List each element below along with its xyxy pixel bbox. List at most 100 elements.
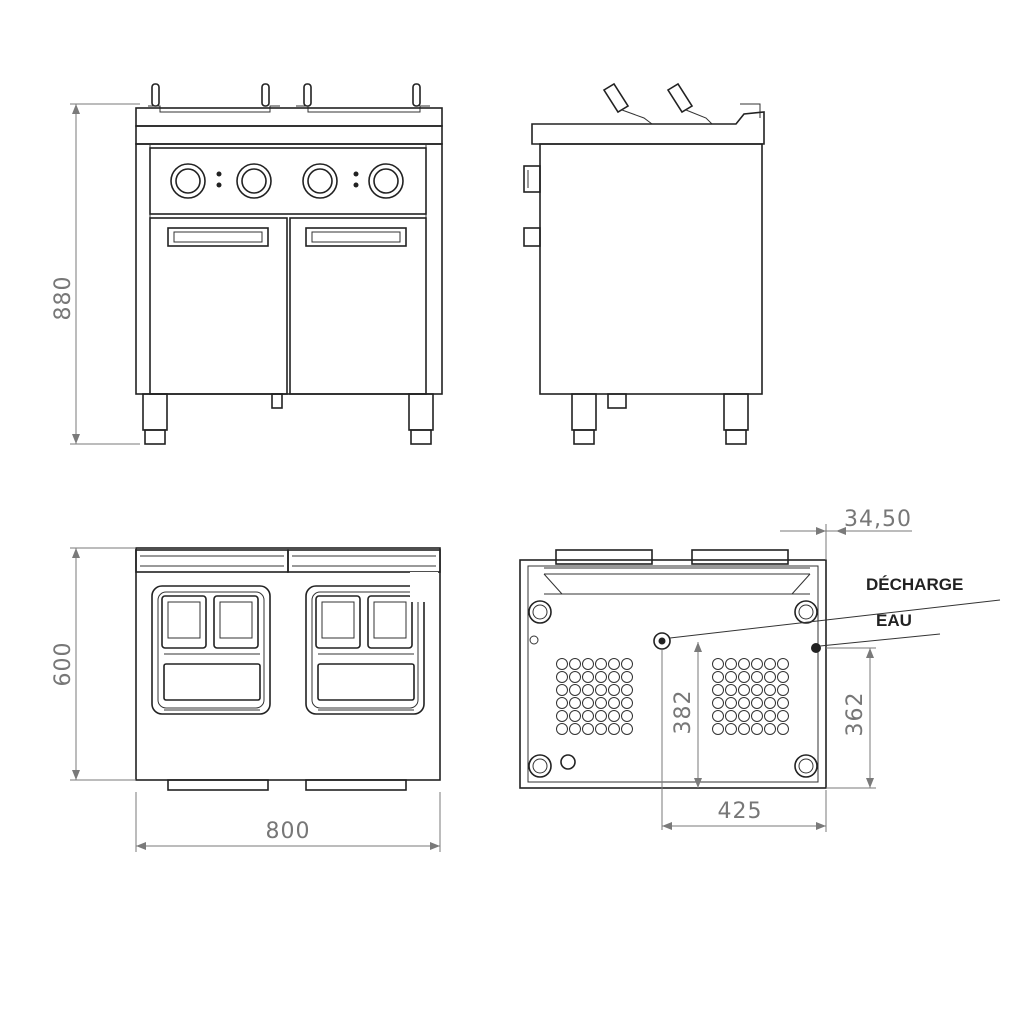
vent-hole bbox=[764, 697, 776, 709]
vent-hole bbox=[751, 684, 763, 696]
width-dimension bbox=[135, 792, 441, 852]
side-worktop bbox=[531, 111, 765, 145]
water-leader bbox=[819, 633, 941, 647]
front-door-right bbox=[289, 217, 427, 395]
front-body bbox=[135, 143, 443, 395]
water-label: EAU bbox=[876, 611, 912, 630]
front-worktop bbox=[135, 107, 443, 127]
front-legs bbox=[142, 393, 434, 445]
vent-hole bbox=[777, 723, 789, 735]
vent-hole bbox=[738, 671, 750, 683]
vent-hole bbox=[608, 710, 620, 722]
vent-hole bbox=[777, 658, 789, 670]
discharge-outlet bbox=[653, 632, 671, 650]
drain-vertical-label: 382 bbox=[671, 690, 696, 735]
front-view: 880 bbox=[51, 83, 443, 445]
vent-hole bbox=[595, 684, 607, 696]
basket-handles-side bbox=[602, 82, 761, 125]
side-door-handle bbox=[523, 227, 541, 247]
vent-hole bbox=[556, 684, 568, 696]
vent-hole bbox=[764, 671, 776, 683]
water-vertical-label: 362 bbox=[843, 692, 868, 737]
side-body bbox=[539, 143, 763, 395]
vent-hole bbox=[582, 671, 594, 683]
front-door-left bbox=[149, 217, 288, 395]
vent-hole bbox=[725, 658, 737, 670]
top-outline bbox=[135, 547, 441, 781]
discharge-leader bbox=[669, 599, 1001, 639]
vent-hole bbox=[764, 723, 776, 735]
vent-hole bbox=[621, 684, 633, 696]
vent-hole bbox=[738, 684, 750, 696]
vent-hole bbox=[608, 697, 620, 709]
vent-holes-right bbox=[712, 658, 789, 735]
vent-hole bbox=[751, 710, 763, 722]
control-knobs bbox=[170, 163, 404, 199]
vent-hole bbox=[777, 710, 789, 722]
vent-hole bbox=[582, 684, 594, 696]
vent-hole bbox=[764, 710, 776, 722]
vent-hole bbox=[595, 658, 607, 670]
water-vertical-dimension bbox=[826, 647, 876, 789]
cooking-well-right bbox=[305, 585, 425, 715]
vent-hole bbox=[725, 697, 737, 709]
vent-hole bbox=[738, 710, 750, 722]
offset-dimension-label: 34,50 bbox=[844, 507, 912, 532]
vent-hole bbox=[608, 671, 620, 683]
vent-hole bbox=[569, 723, 581, 735]
width-dimension-label: 800 bbox=[266, 819, 311, 844]
vent-hole bbox=[764, 658, 776, 670]
vent-hole bbox=[621, 697, 633, 709]
vent-hole bbox=[712, 658, 724, 670]
vent-hole bbox=[608, 723, 620, 735]
vent-hole bbox=[556, 658, 568, 670]
vent-hole bbox=[738, 697, 750, 709]
vent-hole bbox=[738, 658, 750, 670]
vent-hole bbox=[764, 684, 776, 696]
vent-hole bbox=[725, 671, 737, 683]
vent-hole bbox=[751, 658, 763, 670]
vent-hole bbox=[712, 684, 724, 696]
vent-hole bbox=[712, 710, 724, 722]
drain-horizontal-dimension bbox=[662, 790, 827, 832]
vent-hole bbox=[595, 671, 607, 683]
vent-hole bbox=[608, 684, 620, 696]
drain-horizontal-label: 425 bbox=[718, 799, 763, 824]
side-legs bbox=[571, 393, 749, 445]
vent-hole bbox=[777, 697, 789, 709]
vent-hole bbox=[569, 684, 581, 696]
bottom-feet bbox=[528, 600, 818, 778]
vent-hole bbox=[556, 710, 568, 722]
vent-hole bbox=[569, 671, 581, 683]
vent-hole bbox=[556, 723, 568, 735]
bottom-view: DÉCHARGE EAU 34,50 382 362 bbox=[519, 507, 1001, 832]
height-dimension bbox=[70, 103, 140, 445]
vent-hole bbox=[556, 697, 568, 709]
vent-holes-left bbox=[556, 658, 633, 735]
vent-hole bbox=[751, 723, 763, 735]
vent-hole bbox=[777, 684, 789, 696]
depth-dimension-label: 600 bbox=[51, 642, 76, 687]
vent-hole bbox=[738, 723, 750, 735]
top-view: 600 800 bbox=[51, 547, 441, 852]
water-inlet bbox=[811, 643, 821, 653]
vent-hole bbox=[582, 658, 594, 670]
side-knob bbox=[523, 165, 541, 193]
vent-hole bbox=[569, 697, 581, 709]
vent-hole bbox=[556, 671, 568, 683]
vent-hole bbox=[712, 671, 724, 683]
vent-hole bbox=[582, 710, 594, 722]
door-handle-left bbox=[167, 227, 269, 247]
vent-hole bbox=[751, 671, 763, 683]
vent-hole bbox=[569, 710, 581, 722]
vent-hole bbox=[621, 723, 633, 735]
vent-hole bbox=[569, 658, 581, 670]
discharge-label: DÉCHARGE bbox=[866, 575, 963, 594]
vent-hole bbox=[777, 671, 789, 683]
control-panel bbox=[149, 147, 427, 215]
vent-hole bbox=[595, 723, 607, 735]
offset-dimension bbox=[780, 524, 912, 560]
vent-hole bbox=[725, 684, 737, 696]
vent-hole bbox=[725, 723, 737, 735]
